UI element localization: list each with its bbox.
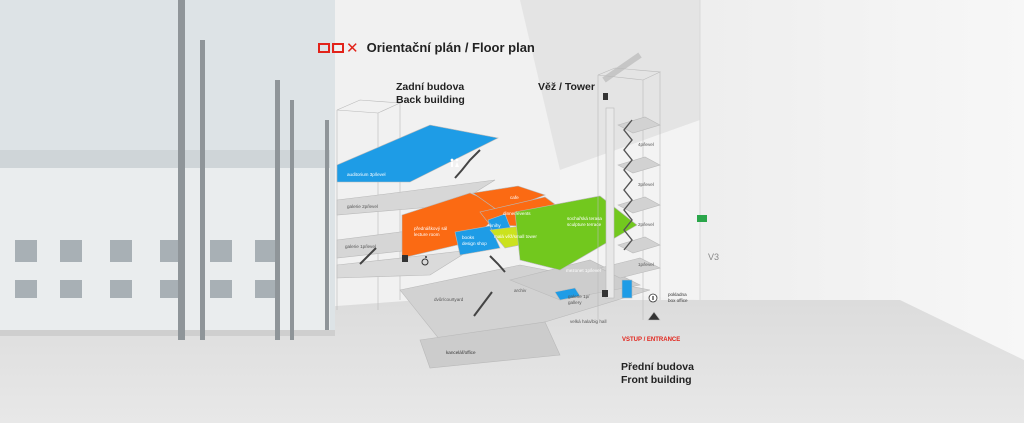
label-library: knihy bbox=[490, 223, 501, 228]
plan-labels: auditorium 3p/level galerie 2p/level gal… bbox=[345, 142, 688, 355]
label-gallery-box-2: gallery bbox=[568, 300, 582, 305]
label-gallery-box-1: galerie 1p/ bbox=[568, 294, 590, 299]
wall-sign-v3: V3 bbox=[708, 252, 719, 262]
label-lecture-2: lecture room bbox=[414, 232, 440, 237]
label-courtyard: dvůr/courtyard bbox=[434, 296, 464, 302]
label-box-office: box office bbox=[668, 298, 688, 303]
label-terrace-1: sochařská terasa bbox=[567, 216, 602, 221]
entrance-arrow bbox=[647, 311, 661, 321]
info-icon bbox=[648, 293, 658, 303]
label-mezonet: mezonet 1p/level bbox=[566, 268, 601, 273]
label-pokladna: pokladna bbox=[668, 292, 687, 297]
back-building-label: Zadní budova Back building bbox=[396, 81, 465, 107]
back-building-en: Back building bbox=[396, 94, 465, 106]
tower-label: Věž / Tower bbox=[538, 81, 595, 93]
diagram bbox=[336, 67, 662, 369]
front-building-cz: Přední budova bbox=[621, 361, 694, 373]
header: ✕ Orientační plán / Floor plan bbox=[318, 40, 535, 55]
exit-sign-icon bbox=[697, 215, 707, 222]
elevator-icon bbox=[402, 93, 608, 297]
logo-o bbox=[332, 42, 344, 53]
entrance-label: VSTUP / ENTRANCE bbox=[622, 337, 681, 343]
label-office: kancelář/office bbox=[446, 350, 476, 355]
front-building-en: Front building bbox=[621, 374, 692, 386]
label-level-1: 1p/level bbox=[638, 262, 654, 267]
label-bookshop-1: books bbox=[462, 235, 475, 240]
ceiling-vent bbox=[602, 52, 642, 83]
label-cafe: cafe bbox=[510, 195, 519, 200]
ceiling-slant bbox=[520, 0, 700, 170]
wc-icon bbox=[450, 158, 459, 167]
label-galerie-1p: galerie 1p/level bbox=[345, 244, 376, 249]
auditorium-area bbox=[336, 124, 499, 183]
label-lobby: velká hala/big hall bbox=[570, 319, 607, 324]
label-restaurant: dinner/events bbox=[503, 211, 531, 216]
lecture-room-area bbox=[401, 192, 506, 259]
back-building-cz: Zadní budova bbox=[396, 81, 465, 93]
label-bookshop-2: design shop bbox=[462, 241, 487, 246]
front-building-label: Přední budova Front building bbox=[621, 361, 694, 387]
cafe-area bbox=[472, 185, 546, 213]
label-level-2: 2p/level bbox=[638, 222, 654, 227]
label-auditorium: auditorium 3p/level bbox=[347, 172, 386, 177]
label-level-4: 4p/level bbox=[638, 142, 654, 147]
label-terrace-2: sculpture terrace bbox=[567, 222, 602, 227]
logo-x: ✕ bbox=[346, 38, 359, 57]
window-grid bbox=[15, 240, 277, 298]
window-wall bbox=[0, 0, 335, 340]
label-archive: archiv bbox=[514, 288, 527, 293]
dox-logo: ✕ bbox=[318, 38, 359, 57]
page-title: Orientační plán / Floor plan bbox=[366, 40, 535, 55]
label-lecture-1: přednáškový sál bbox=[414, 226, 447, 231]
label-small-tower: malá věž/small tower bbox=[494, 234, 537, 239]
wheelchair-icon bbox=[421, 256, 429, 266]
gallery-box-area bbox=[554, 287, 581, 301]
label-level-3: 3p/level bbox=[638, 182, 654, 187]
label-galerie-2p: galerie 2p/level bbox=[347, 204, 378, 209]
logo-d bbox=[318, 42, 330, 53]
bookshop-area bbox=[454, 225, 501, 256]
